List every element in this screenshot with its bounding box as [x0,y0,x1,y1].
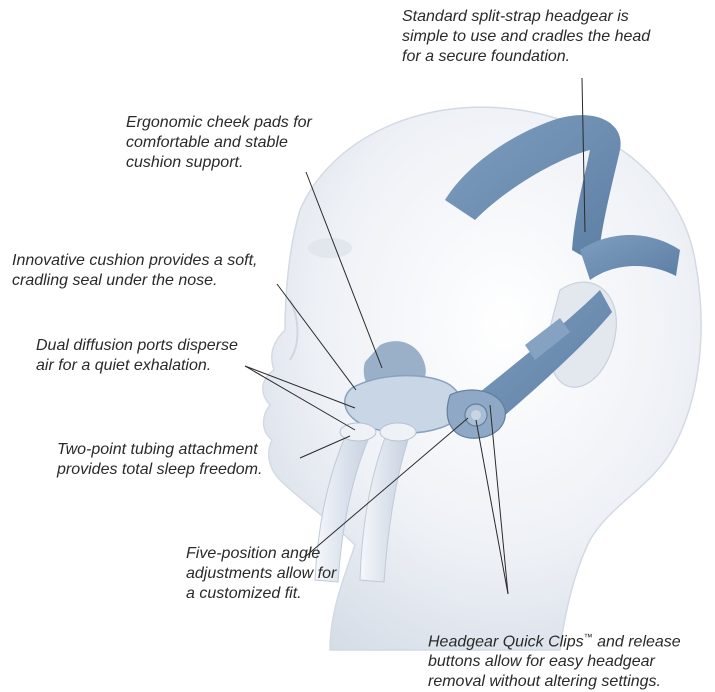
callout-cushion: Innovative cushion provides a soft, crad… [12,251,257,291]
callout-angle-adjustments: Five-position angle adjustments allow fo… [186,544,336,604]
callout-headgear: Standard split-strap headgear is simple … [402,7,650,67]
callout-quick-clips-line1: Headgear Quick Clips™ and release [428,627,681,652]
callout-quick-clips: Headgear Quick Clips™ and release button… [428,627,681,692]
quick-clip [447,390,505,438]
callout-tubing: Two-point tubing attachment provides tot… [57,440,262,480]
callout-diffusion-ports: Dual diffusion ports disperse air for a … [36,336,238,376]
diagram-stage: Standard split-strap headgear is simple … [0,0,715,671]
callout-cheek-pads: Ergonomic cheek pads for comfortable and… [126,113,312,173]
trademark-symbol: ™ [584,632,593,642]
